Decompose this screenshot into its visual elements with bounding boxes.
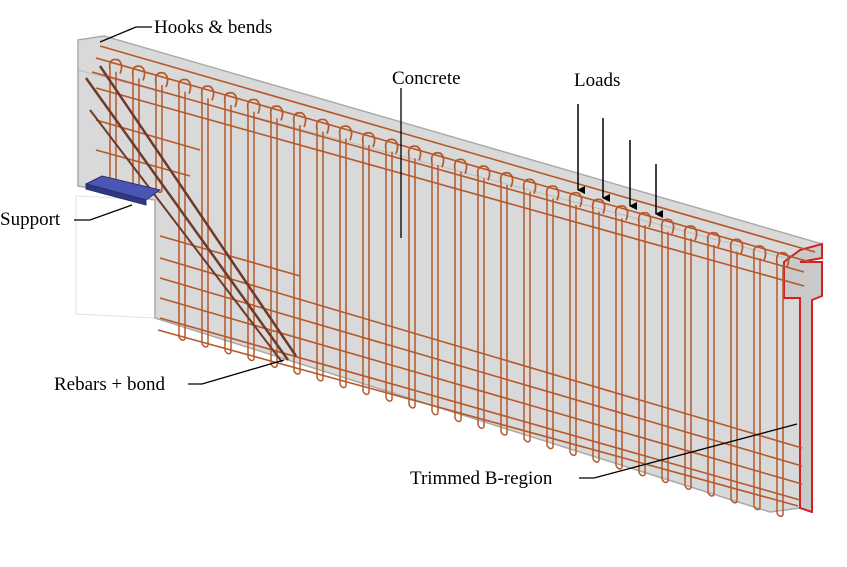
stirrup-bend <box>385 397 393 402</box>
longitudinal-rebar <box>159 317 801 501</box>
stirrup-hook <box>706 231 721 248</box>
stirrup-hook <box>453 158 468 174</box>
stirrup-hook <box>338 125 353 141</box>
stirrup-bend <box>408 404 416 409</box>
trimmed-leader <box>579 423 798 479</box>
stirrup-hook <box>292 111 307 128</box>
support-plate-edge <box>85 183 147 206</box>
support-leader <box>74 204 133 221</box>
diagonal-rebar-2 <box>98 65 298 357</box>
stirrup-hook <box>407 145 422 161</box>
stirrup-bend <box>270 363 278 369</box>
stirrup-hook <box>591 198 606 214</box>
stirrup-bend <box>477 424 485 430</box>
stirrup-bend <box>293 370 301 375</box>
diagonal-rebar-1 <box>84 77 290 361</box>
stirrup-bend <box>684 485 692 490</box>
trimmed-cut-face <box>783 242 823 514</box>
stirrup-hook <box>683 225 698 241</box>
stirrup-bend <box>201 343 209 348</box>
label-concrete: Concrete <box>392 68 461 89</box>
concrete-body <box>77 35 823 513</box>
stirrups <box>109 69 784 518</box>
stirrup-bend <box>661 478 669 484</box>
stirrup-hook <box>154 71 169 88</box>
stirrup-bend <box>523 438 531 443</box>
stirrup-hook <box>660 218 675 234</box>
label-trimmed-b-region: Trimmed B-region <box>410 468 553 489</box>
stirrup-bend <box>730 499 738 504</box>
stirrup-hook <box>614 205 629 221</box>
stirrup-bend <box>362 390 370 396</box>
longitudinal-rebar <box>95 149 191 177</box>
stirrup-bend <box>592 458 600 463</box>
stirrup-hook <box>752 245 767 261</box>
stirrup-hook <box>522 178 537 194</box>
stirrup-bend <box>316 377 324 382</box>
hooks-leader <box>99 26 152 43</box>
label-loads: Loads <box>574 70 620 91</box>
hooks-and-bends <box>108 58 790 268</box>
longitudinal-rebar <box>159 257 803 449</box>
stirrup-hook <box>223 91 238 108</box>
background-plane <box>75 195 156 319</box>
stirrup-bend <box>224 350 232 355</box>
rebars-leader <box>188 359 285 385</box>
stirrup-hook <box>499 171 514 188</box>
stirrup-bend <box>615 465 623 470</box>
stirrup-bend <box>776 512 784 518</box>
longitudinal-rebar <box>95 57 811 263</box>
stirrup-hook <box>637 211 652 228</box>
stirrup-bend <box>707 492 715 497</box>
stirrup-hook <box>177 78 192 95</box>
stirrup-hook <box>246 98 261 115</box>
stirrup-hook <box>315 118 330 135</box>
stirrup-hook <box>729 238 744 254</box>
stirrup-hook <box>361 131 376 148</box>
diagonal-rebar-3 <box>89 109 283 363</box>
stirrup-hook <box>269 105 284 121</box>
stirrup-hook <box>200 85 215 101</box>
stirrup-bend <box>500 431 508 436</box>
stirrup-bend <box>569 451 577 457</box>
stirrup-bend <box>546 445 554 450</box>
longitudinal-rebar <box>159 277 803 467</box>
longitudinal-rebars <box>91 45 816 507</box>
stirrup-hook <box>775 251 790 268</box>
stirrup-hook <box>384 138 399 155</box>
stirrup-hook <box>476 165 491 181</box>
stirrup-hook <box>545 185 560 201</box>
stirrup-bend <box>638 472 646 477</box>
longitudinal-rebar <box>95 87 805 287</box>
stirrup-bend <box>178 336 186 341</box>
stirrup-bend <box>247 356 255 362</box>
stirrup-hook <box>131 65 146 81</box>
stirrup-hook <box>108 58 123 75</box>
label-support: Support <box>0 209 61 230</box>
stirrup-bend <box>753 506 761 511</box>
stirrup-bend <box>454 417 462 423</box>
stirrup-bend <box>339 384 347 389</box>
stirrup-bend <box>431 411 439 416</box>
longitudinal-rebar <box>99 45 816 253</box>
label-hooks-bends: Hooks & bends <box>154 17 272 38</box>
label-rebars-bond: Rebars + bond <box>54 374 165 395</box>
stirrup-hook <box>430 151 445 168</box>
